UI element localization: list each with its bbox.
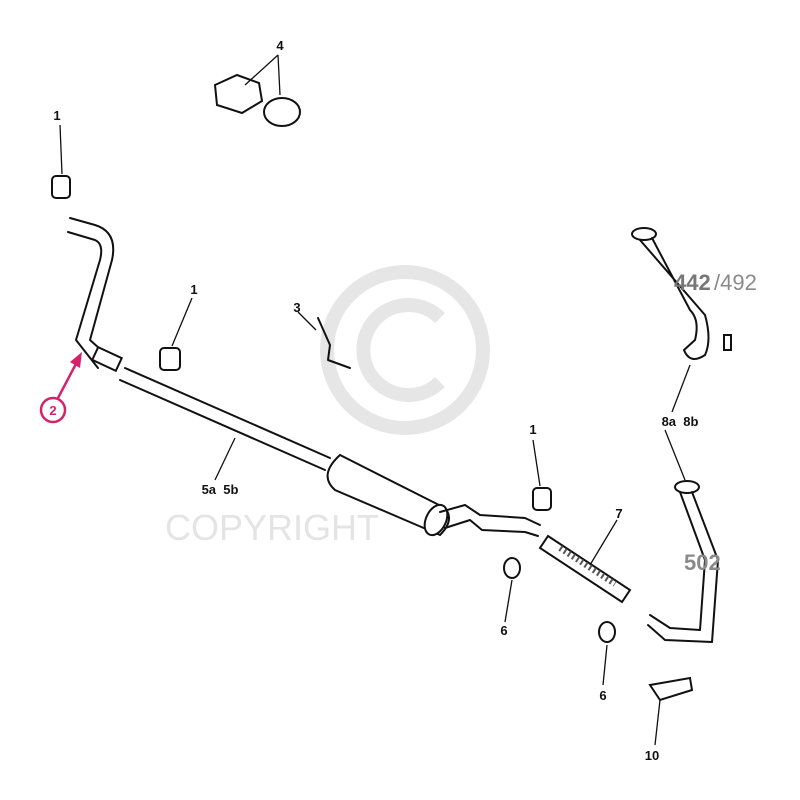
part-7-flex-pipe bbox=[538, 519, 632, 604]
label-8a-8b: 8a 8b bbox=[662, 414, 699, 429]
part-6-clamp-left bbox=[503, 557, 521, 623]
part-4-mounts bbox=[213, 54, 301, 127]
label-1: 1 bbox=[190, 282, 197, 297]
label-1: 1 bbox=[53, 108, 60, 123]
watermark-text: COPYRIGHT bbox=[165, 507, 379, 548]
engine-label-502: 502 bbox=[684, 550, 721, 575]
label-3: 3 bbox=[293, 300, 300, 315]
part-1-mount-right bbox=[532, 439, 552, 511]
copyright-watermark: COPYRIGHT bbox=[165, 265, 490, 548]
part-5-silencer-pipe bbox=[119, 367, 541, 537]
label-5a-5b: 5a 5b bbox=[202, 482, 239, 497]
engine-492: /492 bbox=[714, 270, 757, 295]
part-10-bracket bbox=[648, 676, 694, 746]
part-8-downpipe-442 bbox=[631, 227, 732, 413]
label-6: 6 bbox=[599, 688, 606, 703]
part-1-mount-mid bbox=[159, 297, 193, 371]
part-8-downpipe-502 bbox=[647, 429, 719, 643]
part-2-highlight-arrow bbox=[39, 352, 82, 424]
label-7: 7 bbox=[615, 506, 622, 521]
label-2: 2 bbox=[49, 403, 56, 418]
part-3-hanger bbox=[297, 311, 351, 369]
part-2-front-pipe bbox=[67, 217, 124, 373]
part-6-clamp-right bbox=[598, 621, 616, 686]
label-6: 6 bbox=[500, 623, 507, 638]
part-1-mount-left bbox=[51, 124, 71, 199]
engine-442: 442 bbox=[674, 270, 711, 295]
label-10: 10 bbox=[645, 748, 659, 763]
label-1: 1 bbox=[529, 422, 536, 437]
label-4: 4 bbox=[276, 38, 284, 53]
